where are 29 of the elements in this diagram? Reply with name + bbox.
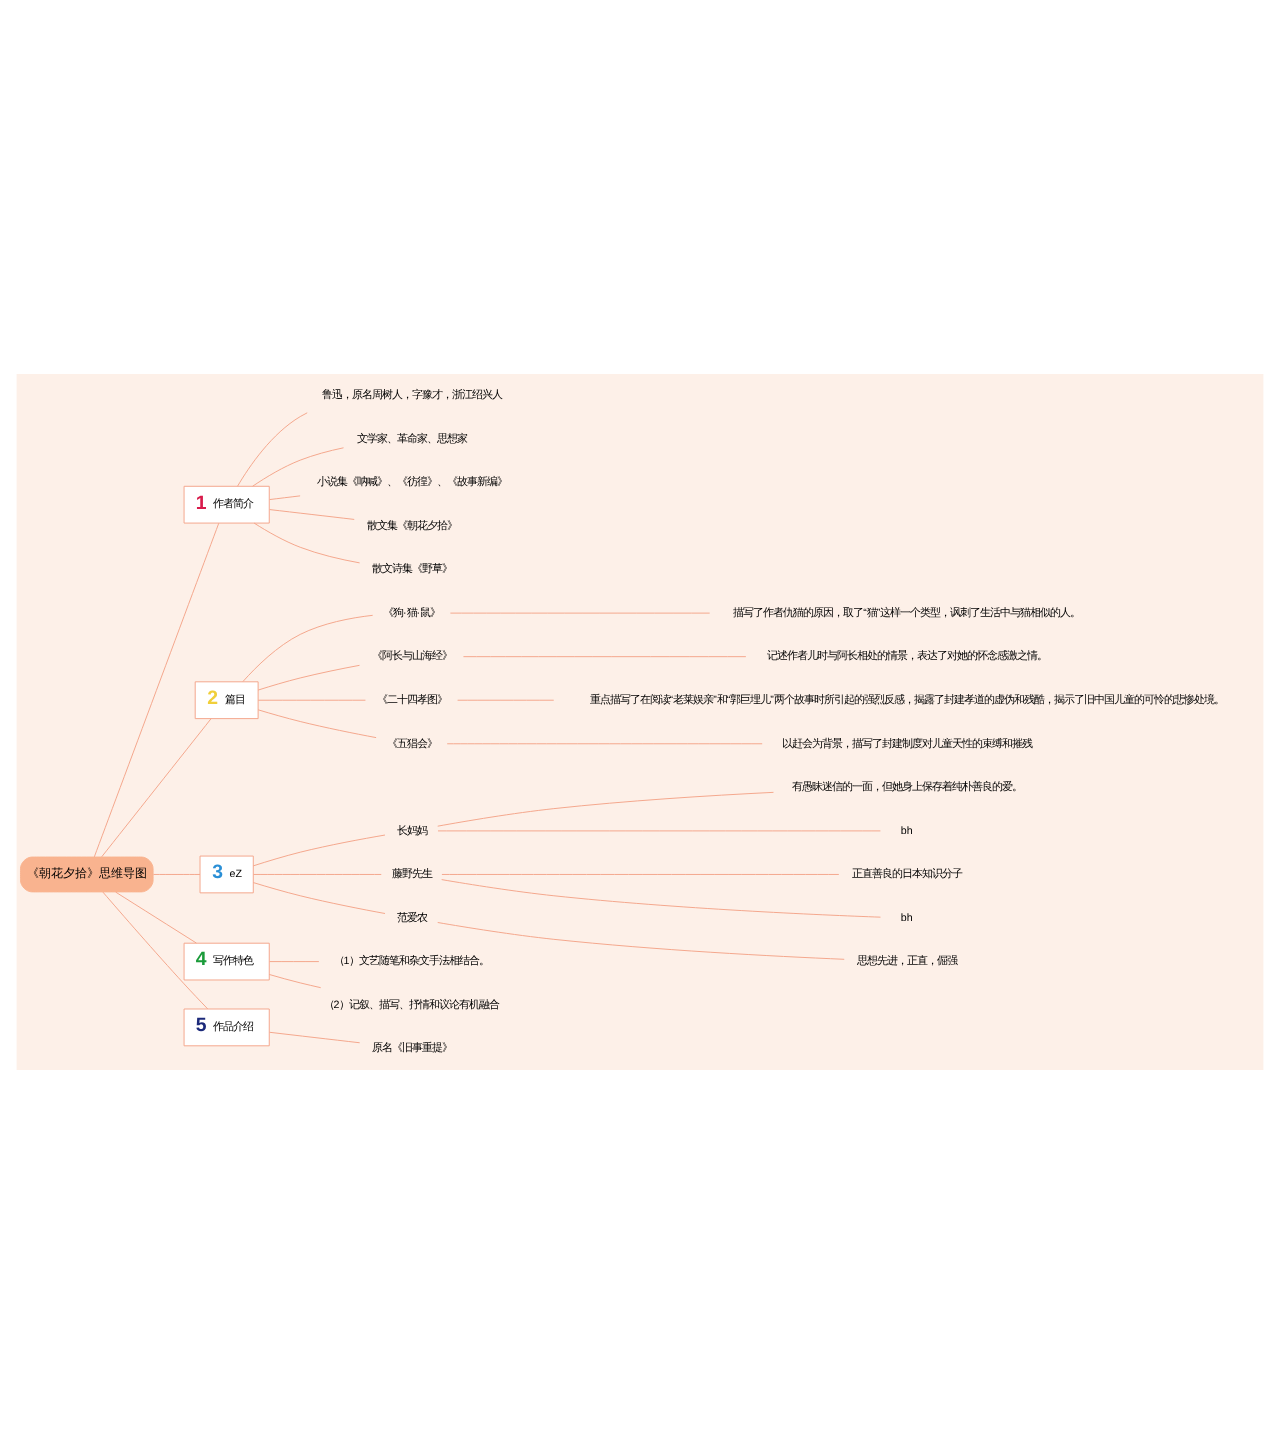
connector <box>257 708 377 738</box>
connector <box>252 833 386 866</box>
connector <box>102 890 209 1009</box>
connector <box>441 878 881 917</box>
connector <box>449 611 711 613</box>
connector <box>252 881 386 913</box>
connector <box>237 411 308 486</box>
connector <box>269 508 355 519</box>
connector <box>437 921 845 959</box>
connector <box>115 890 197 943</box>
connector <box>457 698 555 700</box>
connector <box>252 446 345 486</box>
connector <box>253 521 361 563</box>
connector <box>441 872 840 874</box>
connector <box>446 742 763 744</box>
connector <box>93 521 220 857</box>
connector <box>153 872 201 874</box>
connector <box>101 717 212 857</box>
connector <box>269 494 301 500</box>
connector <box>269 1030 361 1043</box>
connector <box>462 655 747 657</box>
connector <box>437 829 881 831</box>
connector <box>268 973 322 988</box>
connector <box>257 663 360 690</box>
connector <box>252 872 382 874</box>
connector <box>437 790 774 826</box>
connector <box>269 960 320 962</box>
connector <box>242 613 374 682</box>
connector <box>257 698 366 700</box>
